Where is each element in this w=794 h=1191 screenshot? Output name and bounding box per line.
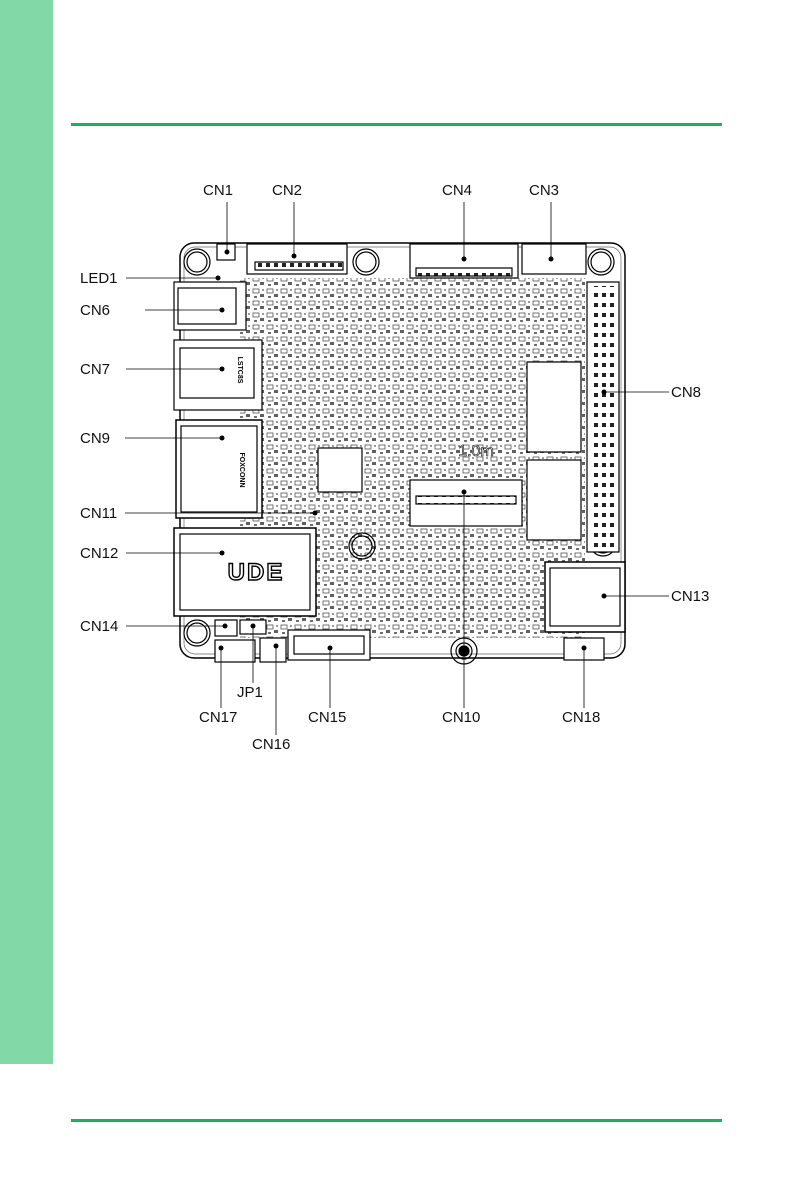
label-cn7: CN7 — [80, 362, 110, 377]
label-cn10: CN10 — [442, 710, 480, 725]
label-cn18: CN18 — [562, 710, 600, 725]
label-cn17: CN17 — [199, 710, 237, 725]
label-cn9: CN9 — [80, 431, 110, 446]
label-cn15: CN15 — [308, 710, 346, 725]
label-cn16: CN16 — [252, 737, 290, 752]
label-jp1: JP1 — [237, 685, 263, 700]
label-cn3: CN3 — [529, 183, 559, 198]
label-cn12: CN12 — [80, 546, 118, 561]
label-led1: LED1 — [80, 271, 118, 286]
label-cn14: CN14 — [80, 619, 118, 634]
label-cn8: CN8 — [671, 385, 701, 400]
cn9-silkscreen: FOXCONN — [238, 453, 245, 488]
label-cn2: CN2 — [272, 183, 302, 198]
label-cn6: CN6 — [80, 303, 110, 318]
board-mark: 1.0m — [458, 443, 494, 460]
label-cn13: CN13 — [671, 589, 709, 604]
label-cn4: CN4 — [442, 183, 472, 198]
ude-logo-text: UDE — [228, 559, 285, 586]
label-cn11: CN11 — [80, 506, 117, 521]
cn7-silkscreen: LSTC8S — [236, 357, 243, 384]
label-cn1: CN1 — [203, 183, 233, 198]
